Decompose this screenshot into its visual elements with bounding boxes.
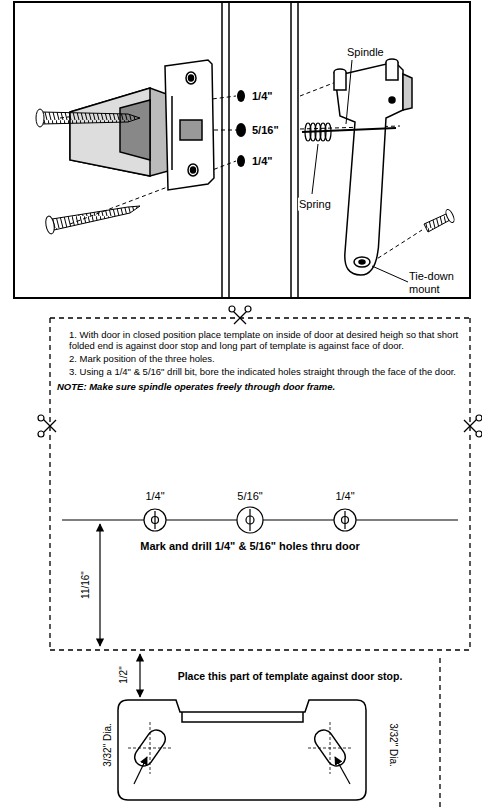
template-holes — [62, 507, 458, 533]
panel-border — [14, 2, 470, 298]
door-frame — [222, 3, 298, 297]
part-name: Spindle — [346, 46, 385, 59]
dimension-arrows — [100, 524, 140, 697]
slot-centerlines — [128, 722, 352, 774]
part-name: Tie-down mount — [408, 270, 466, 295]
dimension-label: Mark and drill 1/4" & 5/16" holes thru d… — [139, 540, 360, 553]
drill-holes — [236, 90, 246, 167]
tie-down-screw — [424, 208, 456, 232]
dimension-label: 5/16" — [236, 490, 263, 503]
dimension-label: Place this part of template against door… — [177, 670, 404, 682]
dimension-label: 11/16" — [80, 570, 92, 600]
spindle-spring — [302, 123, 396, 141]
instruction-text: 1. With door in closed position place te… — [68, 330, 462, 352]
mounting-screws — [36, 109, 140, 235]
dimension-label: 1/2" — [118, 665, 130, 684]
dimension-label: 3/32" Dia. — [387, 722, 399, 768]
dimension-label: 5/16" — [251, 124, 280, 137]
dimension-label: 1/4" — [334, 490, 355, 503]
slot-arrows — [134, 757, 350, 784]
dimension-label: 3/32" Dia. — [102, 722, 114, 768]
instruction-text: 3. Using a 1/4" & 5/16" drill bit, bore … — [68, 367, 462, 378]
instruction-text: 2. Mark position of the three holes. — [68, 354, 462, 365]
dimension-label: 1/4" — [251, 155, 274, 168]
bracket-template — [118, 700, 366, 800]
cut-line — [50, 318, 470, 808]
instruction-text: NOTE: Make sure spindle operates freely … — [56, 382, 462, 393]
part-name: Spring — [298, 198, 332, 211]
scissors-symbol — [38, 306, 482, 437]
door-handle — [334, 59, 412, 275]
dimension-label: 1/4" — [144, 490, 165, 503]
leader-lines — [312, 60, 408, 282]
dimension-label: 1/4" — [251, 90, 274, 103]
latch-bracket — [70, 60, 214, 190]
